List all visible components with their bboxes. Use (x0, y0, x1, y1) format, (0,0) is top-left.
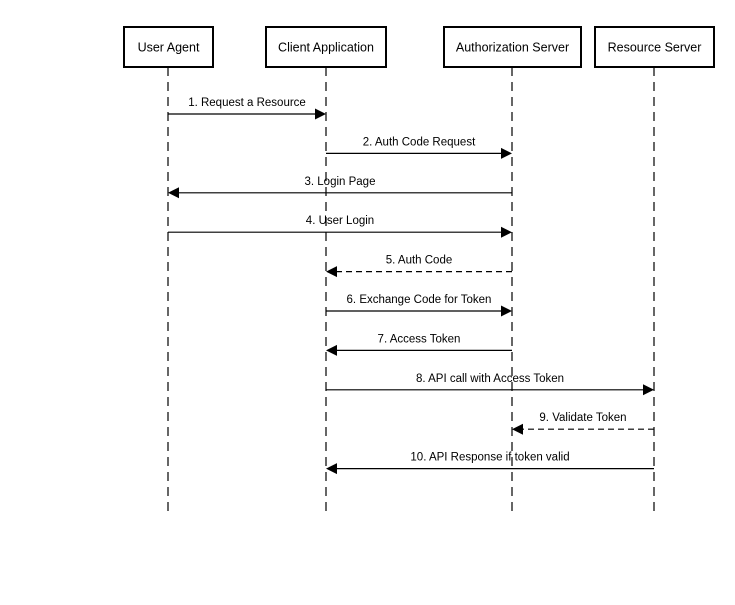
message-label: 6. Exchange Code for Token (347, 294, 492, 306)
arrowhead-icon (643, 384, 654, 396)
message-5: 5. Auth Code (326, 255, 512, 278)
message-label: 1. Request a Resource (188, 97, 306, 109)
message-label: 8. API call with Access Token (416, 373, 564, 385)
participant-box (265, 26, 387, 68)
arrowhead-icon (168, 187, 179, 199)
message-3: 3. Login Page (168, 176, 512, 199)
messages: 1. Request a Resource 2. Auth Code Reques… (168, 97, 654, 475)
participant-label: Client Application (278, 41, 374, 55)
arrowhead-icon (501, 226, 512, 238)
message-10: 10. API Response if token valid (326, 452, 654, 475)
lifelines (167, 67, 655, 515)
arrowhead-icon (326, 266, 337, 278)
participant-label: User Agent (138, 41, 200, 55)
participant-box (123, 26, 214, 68)
arrowhead-icon (315, 108, 326, 120)
participant-box (443, 26, 582, 68)
arrowhead-icon (326, 463, 337, 475)
message-label: 3. Login Page (305, 176, 376, 188)
arrowhead-icon (501, 305, 512, 317)
participant-label: Authorization Server (456, 41, 569, 55)
message-1: 1. Request a Resource (168, 97, 326, 120)
message-label: 4. User Login (306, 215, 374, 227)
participant-ua: User Agent (123, 26, 214, 68)
participant-resource: Resource Server (594, 26, 715, 68)
participant-auth: Authorization Server (443, 26, 582, 68)
message-2: 2. Auth Code Request (326, 136, 512, 159)
message-6: 6. Exchange Code for Token (326, 294, 512, 317)
participant-box (594, 26, 715, 68)
arrowhead-icon (326, 344, 337, 356)
message-label: 2. Auth Code Request (363, 136, 476, 148)
message-8: 8. API call with Access Token (326, 373, 654, 396)
arrowhead-icon (501, 147, 512, 159)
arrowhead-icon (512, 423, 523, 435)
participant-label: Resource Server (608, 41, 702, 55)
message-4: 4. User Login (168, 215, 512, 238)
message-label: 10. API Response if token valid (410, 452, 569, 464)
participants: User Agent Client Application Authorizatio… (123, 26, 715, 68)
message-label: 7. Access Token (378, 333, 461, 345)
message-label: 9. Validate Token (539, 412, 626, 424)
message-label: 5. Auth Code (386, 255, 453, 267)
participant-client: Client Application (265, 26, 387, 68)
message-9: 9. Validate Token (512, 412, 654, 435)
message-7: 7. Access Token (326, 333, 512, 356)
